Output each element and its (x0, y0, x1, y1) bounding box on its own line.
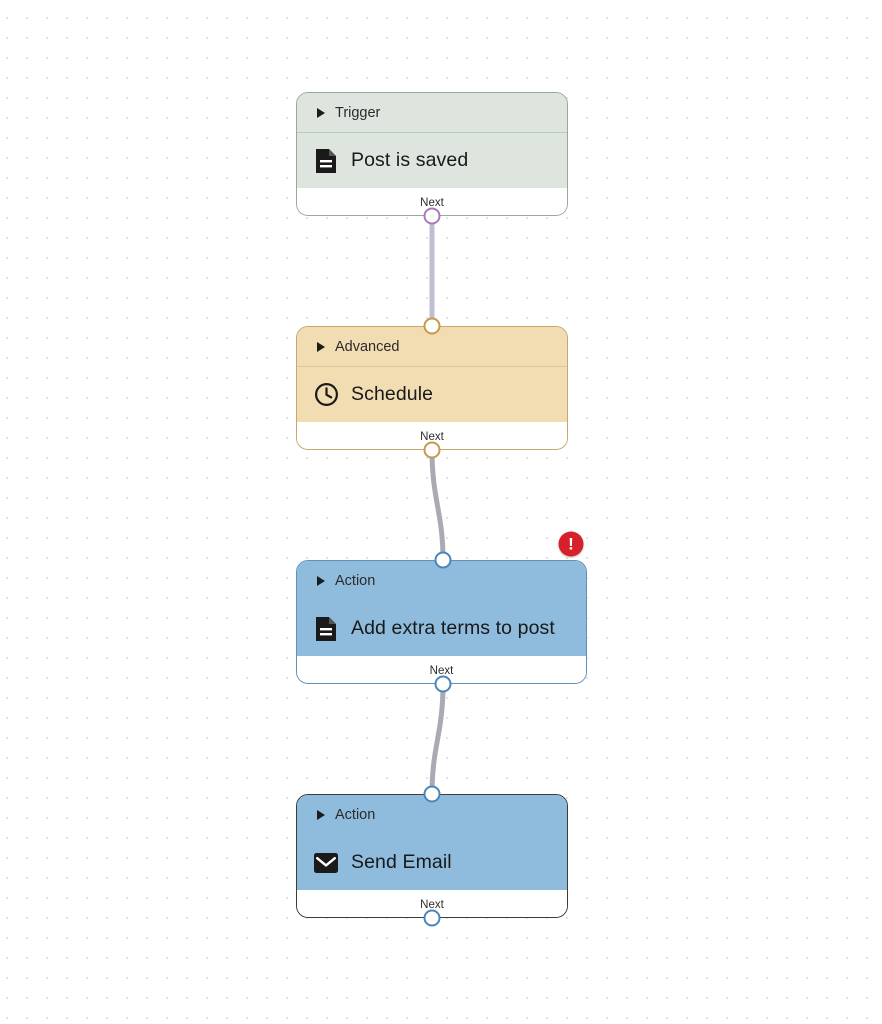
node-body-action-add-terms[interactable]: Add extra terms to post (297, 601, 586, 656)
node-category-label: Action (335, 806, 376, 823)
node-category-label: Action (335, 572, 376, 589)
error-badge-icon[interactable]: ! (558, 531, 584, 557)
output-port-advanced[interactable] (423, 441, 441, 459)
input-port-action-send-email[interactable] (423, 785, 441, 803)
envelope-icon (313, 850, 339, 876)
workflow-node-action-send-email[interactable]: Action Send Email Next (296, 794, 568, 918)
workflow-node-action-add-terms[interactable]: Action Add extra terms to post Next (296, 560, 587, 684)
node-divider (297, 366, 567, 367)
workflow-node-advanced[interactable]: Advanced Schedule Next (296, 326, 568, 450)
output-port-action-add-terms[interactable] (434, 675, 452, 693)
connector-action-add-terms-to-send-email (429, 681, 446, 797)
node-divider (297, 834, 567, 835)
node-category-label: Trigger (335, 104, 381, 121)
chevron-right-icon[interactable] (317, 107, 325, 118)
node-title: Add extra terms to post (351, 617, 555, 639)
node-divider (297, 132, 567, 133)
input-port-advanced[interactable] (423, 317, 441, 335)
node-body-action-send-email[interactable]: Send Email (297, 835, 567, 890)
node-title: Schedule (351, 383, 434, 405)
clock-icon (313, 382, 339, 408)
node-header-action-add-terms[interactable]: Action (297, 561, 586, 600)
node-category-label: Advanced (335, 338, 400, 355)
error-badge-glyph: ! (568, 534, 574, 554)
output-port-action-send-email[interactable] (423, 909, 441, 927)
node-body-advanced[interactable]: Schedule (297, 367, 567, 422)
chevron-right-icon[interactable] (317, 809, 325, 820)
node-title: Send Email (351, 851, 452, 873)
document-icon (313, 616, 339, 642)
node-header-trigger[interactable]: Trigger (297, 93, 567, 132)
chevron-right-icon[interactable] (317, 575, 325, 586)
workflow-node-trigger[interactable]: Trigger Post is saved Next (296, 92, 568, 216)
input-port-action-add-terms[interactable] (434, 551, 452, 569)
document-icon (313, 148, 339, 174)
chevron-right-icon[interactable] (317, 341, 325, 352)
node-title: Post is saved (351, 149, 469, 171)
output-port-trigger[interactable] (423, 207, 441, 225)
node-divider (297, 600, 586, 601)
connector-advanced-to-action-add-terms (429, 447, 446, 563)
node-body-trigger[interactable]: Post is saved (297, 133, 567, 188)
